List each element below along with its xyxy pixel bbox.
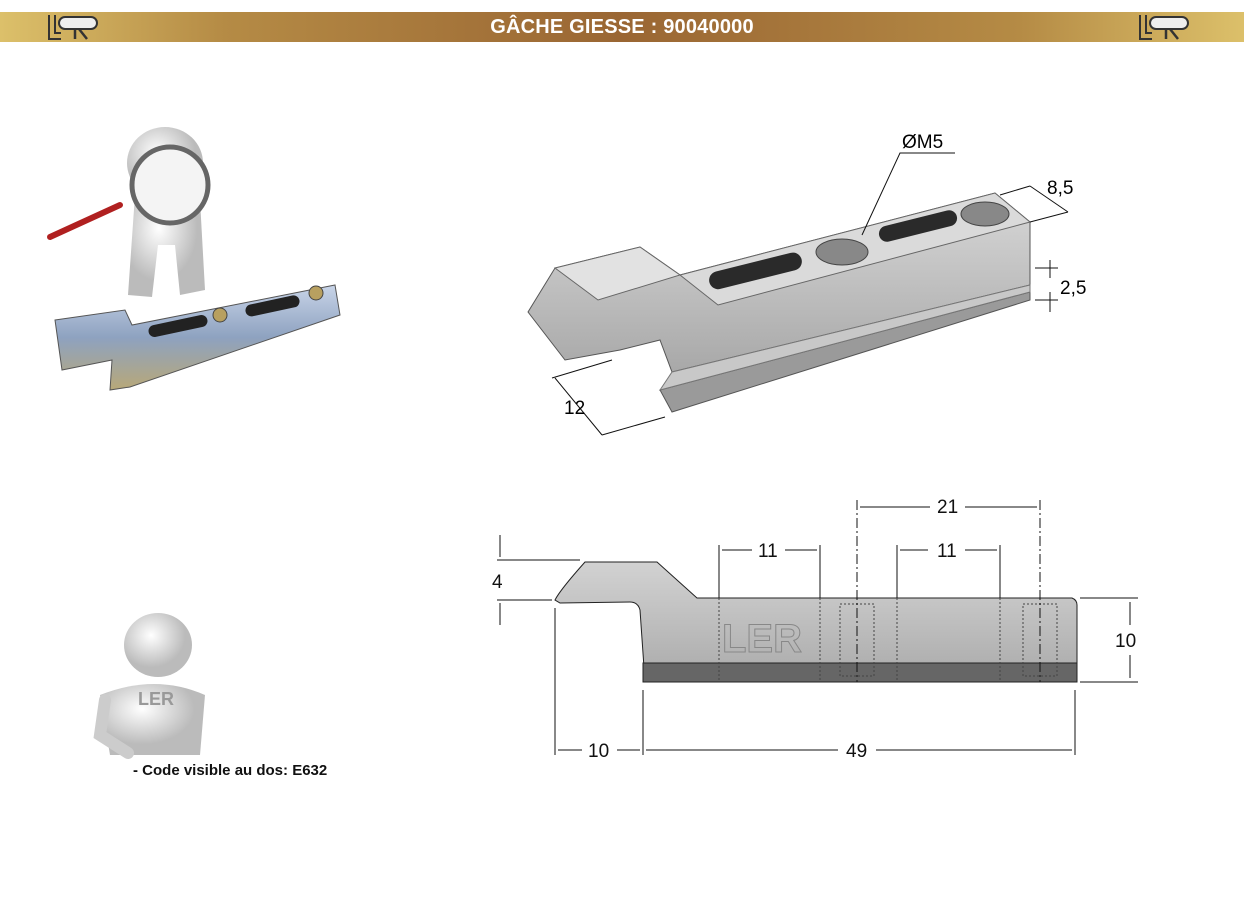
inspector-figure-and-part-photo bbox=[47, 127, 341, 391]
code-note-label: - Code visible au dos: bbox=[133, 762, 289, 779]
hook-height-label: 4 bbox=[492, 572, 503, 593]
hook-length-label: 10 bbox=[588, 741, 609, 762]
hole-label: ØM5 bbox=[902, 132, 943, 153]
code-note: - Code visible au dos: E632 bbox=[133, 762, 327, 779]
height-label: 10 bbox=[1115, 631, 1136, 652]
width-label: 8,5 bbox=[1047, 178, 1073, 199]
embossed-logo: LER bbox=[722, 617, 802, 661]
side-view-drawing: LER 21 11 11 4 10 10 49 bbox=[492, 497, 1138, 762]
slot1-length-label: 11 bbox=[758, 541, 778, 562]
pointing-figure: LER bbox=[93, 613, 205, 759]
page-title: GÂCHE GIESSE : 90040000 bbox=[490, 16, 754, 38]
figure-with-magnifier bbox=[47, 127, 211, 297]
base-band bbox=[642, 662, 1078, 683]
iso-dimension-lines bbox=[551, 152, 1069, 436]
part-photo bbox=[54, 284, 341, 391]
isometric-drawing: ØM5 8,5 2,5 12 bbox=[527, 132, 1086, 436]
side-dimension-lines bbox=[497, 500, 1138, 755]
hole-spacing-label: 21 bbox=[937, 497, 958, 518]
header-banner: GÂCHE GIESSE : 90040000 bbox=[0, 12, 1244, 42]
slot2-length-label: 11 bbox=[937, 541, 957, 562]
part-3d bbox=[527, 192, 1032, 413]
ler-logo-right bbox=[1139, 15, 1189, 40]
shirt-logo: LER bbox=[138, 689, 174, 709]
ler-logo-left bbox=[48, 15, 98, 40]
depth-label: 12 bbox=[564, 398, 585, 419]
body-length-label: 49 bbox=[846, 741, 867, 762]
code-value: E632 bbox=[292, 762, 328, 779]
step-label: 2,5 bbox=[1060, 278, 1086, 299]
